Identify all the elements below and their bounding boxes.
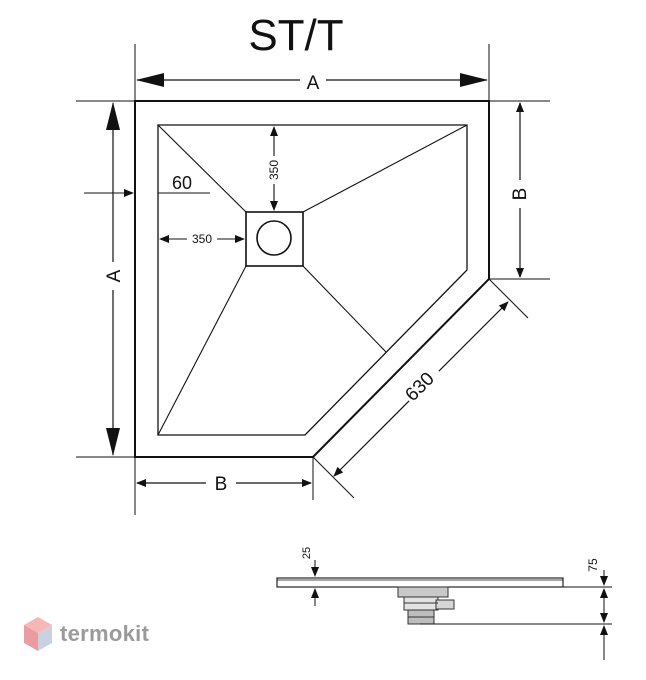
dim-label-b-right: B: [510, 188, 531, 201]
termokit-logo: termokit: [22, 616, 149, 652]
dim-label-b-bottom: B: [215, 474, 228, 495]
dim-label-profile-depth: 25: [301, 547, 313, 559]
dim-label-a-left: A: [104, 269, 125, 282]
profile-tray-body: [276, 577, 564, 588]
dim-label-a-top: A: [307, 73, 320, 94]
drain-square: [245, 211, 304, 267]
dim-label-drain-vertical: 350: [267, 160, 281, 180]
dim-label-rim: 60: [172, 173, 192, 193]
drain-hole: [256, 220, 292, 256]
siphon: [397, 586, 455, 625]
dim-label-drain-horizontal: 350: [192, 232, 212, 246]
drawing-title: ST/T: [248, 11, 343, 60]
side-profile: 25 75: [276, 547, 612, 660]
extension-lines: [76, 44, 550, 515]
logo-text: termokit: [60, 621, 150, 646]
dim-label-profile-height: 75: [586, 558, 600, 572]
hexagon-logo-icon: [24, 617, 52, 651]
